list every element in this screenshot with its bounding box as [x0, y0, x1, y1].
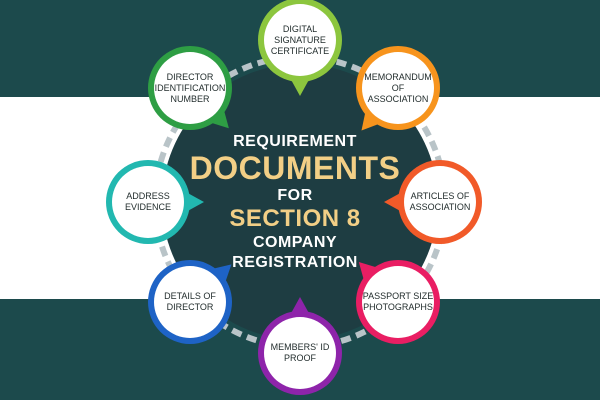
node-face	[362, 266, 434, 338]
node-face	[362, 52, 434, 124]
title-line-company: COMPANY	[252, 234, 338, 251]
node-label: PASSPORT SIZE PHOTOGRAPHS	[362, 291, 434, 312]
node-face	[112, 166, 184, 238]
node-label: DIGITAL SIGNATURE CERTIFICATE	[270, 23, 330, 56]
title-line-registration: REGISTRATION	[232, 254, 358, 271]
node-face	[264, 317, 336, 389]
title-line-for: FOR	[277, 187, 313, 204]
node-label: MEMORANDUM OF ASSOCIATION	[364, 71, 432, 104]
node-face	[154, 266, 226, 338]
node-label: MEMBERS' ID PROOF	[270, 342, 330, 363]
node-label: DIRECTOR IDENTIFICATION NUMBER	[154, 71, 226, 104]
title-line-documents: DOCUMENTS	[189, 150, 401, 186]
title-line-section8: SECTION 8	[229, 205, 361, 232]
center-title: REQUIREMENT DOCUMENTS FOR SECTION 8 COMP…	[175, 130, 415, 271]
node-face	[154, 52, 226, 124]
node-face	[404, 166, 476, 238]
node-label: ARTICLES OF ASSOCIATION	[409, 191, 471, 212]
node-face	[264, 4, 336, 76]
node-label: ADDRESS EVIDENCE	[124, 191, 171, 212]
nodes-layer	[106, 0, 482, 395]
node-label: DETAILS OF DIRECTOR	[164, 291, 216, 312]
title-line-requirement: REQUIREMENT	[233, 133, 357, 150]
